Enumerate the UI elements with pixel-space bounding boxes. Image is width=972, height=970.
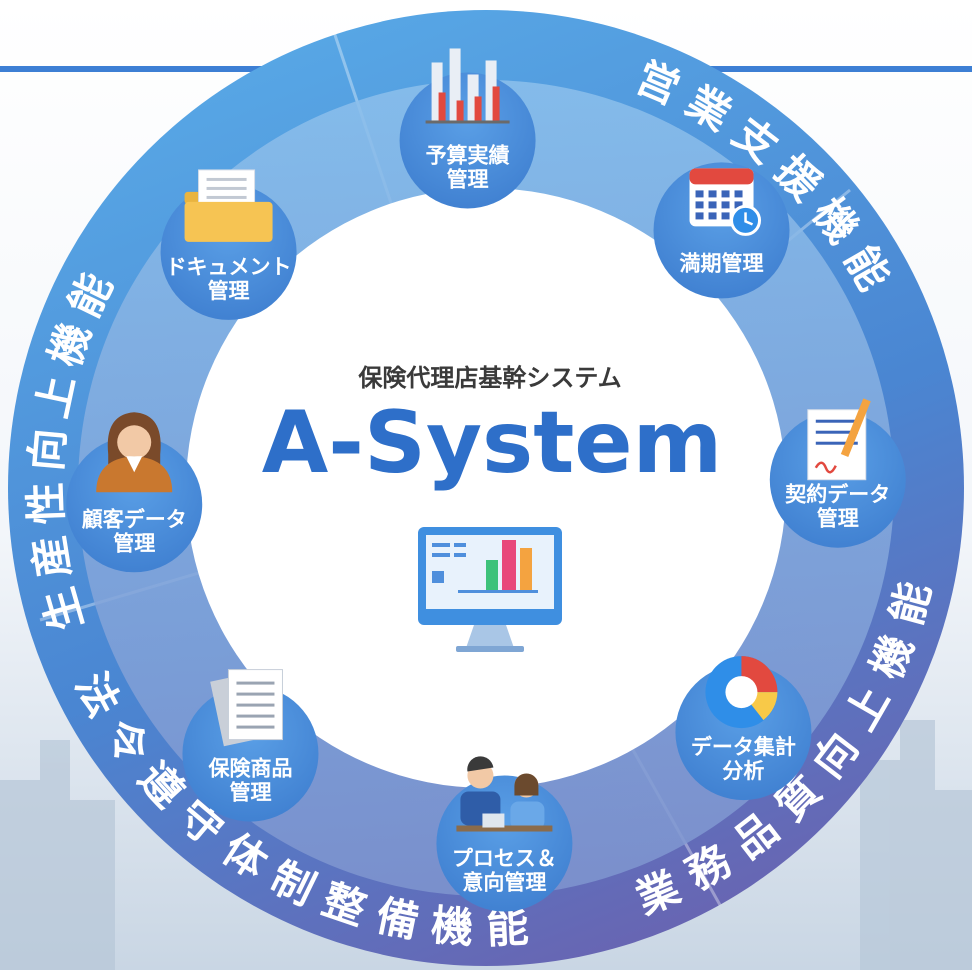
calendar-clock-icon: [689, 168, 762, 236]
node-label-line: 意向管理: [462, 871, 546, 895]
node-label-line: 分析: [722, 759, 764, 783]
ring-label-char: 備: [372, 891, 423, 947]
node-circle: [653, 162, 790, 299]
documents-icon: [210, 669, 283, 747]
node-label-line: 管理: [229, 781, 271, 805]
ring-label-char: 産: [24, 532, 79, 581]
feature-nodes: 予算実績管理満期管理契約データ管理データ集計分析プロセス＆意向管理保険商品管理顧…: [66, 48, 906, 912]
node-circle: [182, 685, 319, 822]
ring-label-char: 性: [21, 482, 71, 526]
center-subtitle: 保険代理店基幹システム: [357, 364, 621, 392]
node-label-line: 管理: [817, 507, 859, 531]
center-disc: [186, 188, 786, 788]
node-label-line: ドキュメント: [166, 255, 292, 279]
node-label-line: プロセス＆: [452, 847, 557, 871]
customer-person-icon: [96, 412, 173, 493]
node-label-line: 保険商品: [207, 757, 292, 781]
center-title: A-System: [262, 393, 723, 493]
node-label-line: データ集計: [691, 735, 796, 759]
node-label-line: 満期管理: [680, 251, 764, 275]
meeting-people-icon: [456, 756, 553, 832]
node-label-line: 管理: [208, 279, 250, 303]
ring-label-char: 上: [27, 371, 84, 422]
city-skyline: [0, 720, 972, 970]
node-maturity: 満期管理: [653, 162, 790, 299]
node-label-line: 予算実績: [426, 143, 510, 167]
node-label-line: 管理: [113, 531, 155, 555]
folder-icon: [184, 169, 273, 242]
node-process: プロセス＆意向管理: [436, 756, 573, 912]
monitor-chart-icon: [418, 527, 562, 652]
node-label-line: 顧客データ: [82, 507, 187, 531]
donut-chart-icon: [705, 656, 778, 729]
ring-label-char: 向: [21, 427, 73, 473]
ring-label-char: 機: [429, 901, 475, 953]
contract-pen-icon: [807, 398, 871, 481]
node-label-line: 契約データ: [784, 483, 890, 507]
bar-chart-icon: [425, 48, 510, 124]
node-label-line: 管理: [447, 167, 489, 191]
node-circle: [66, 436, 203, 573]
